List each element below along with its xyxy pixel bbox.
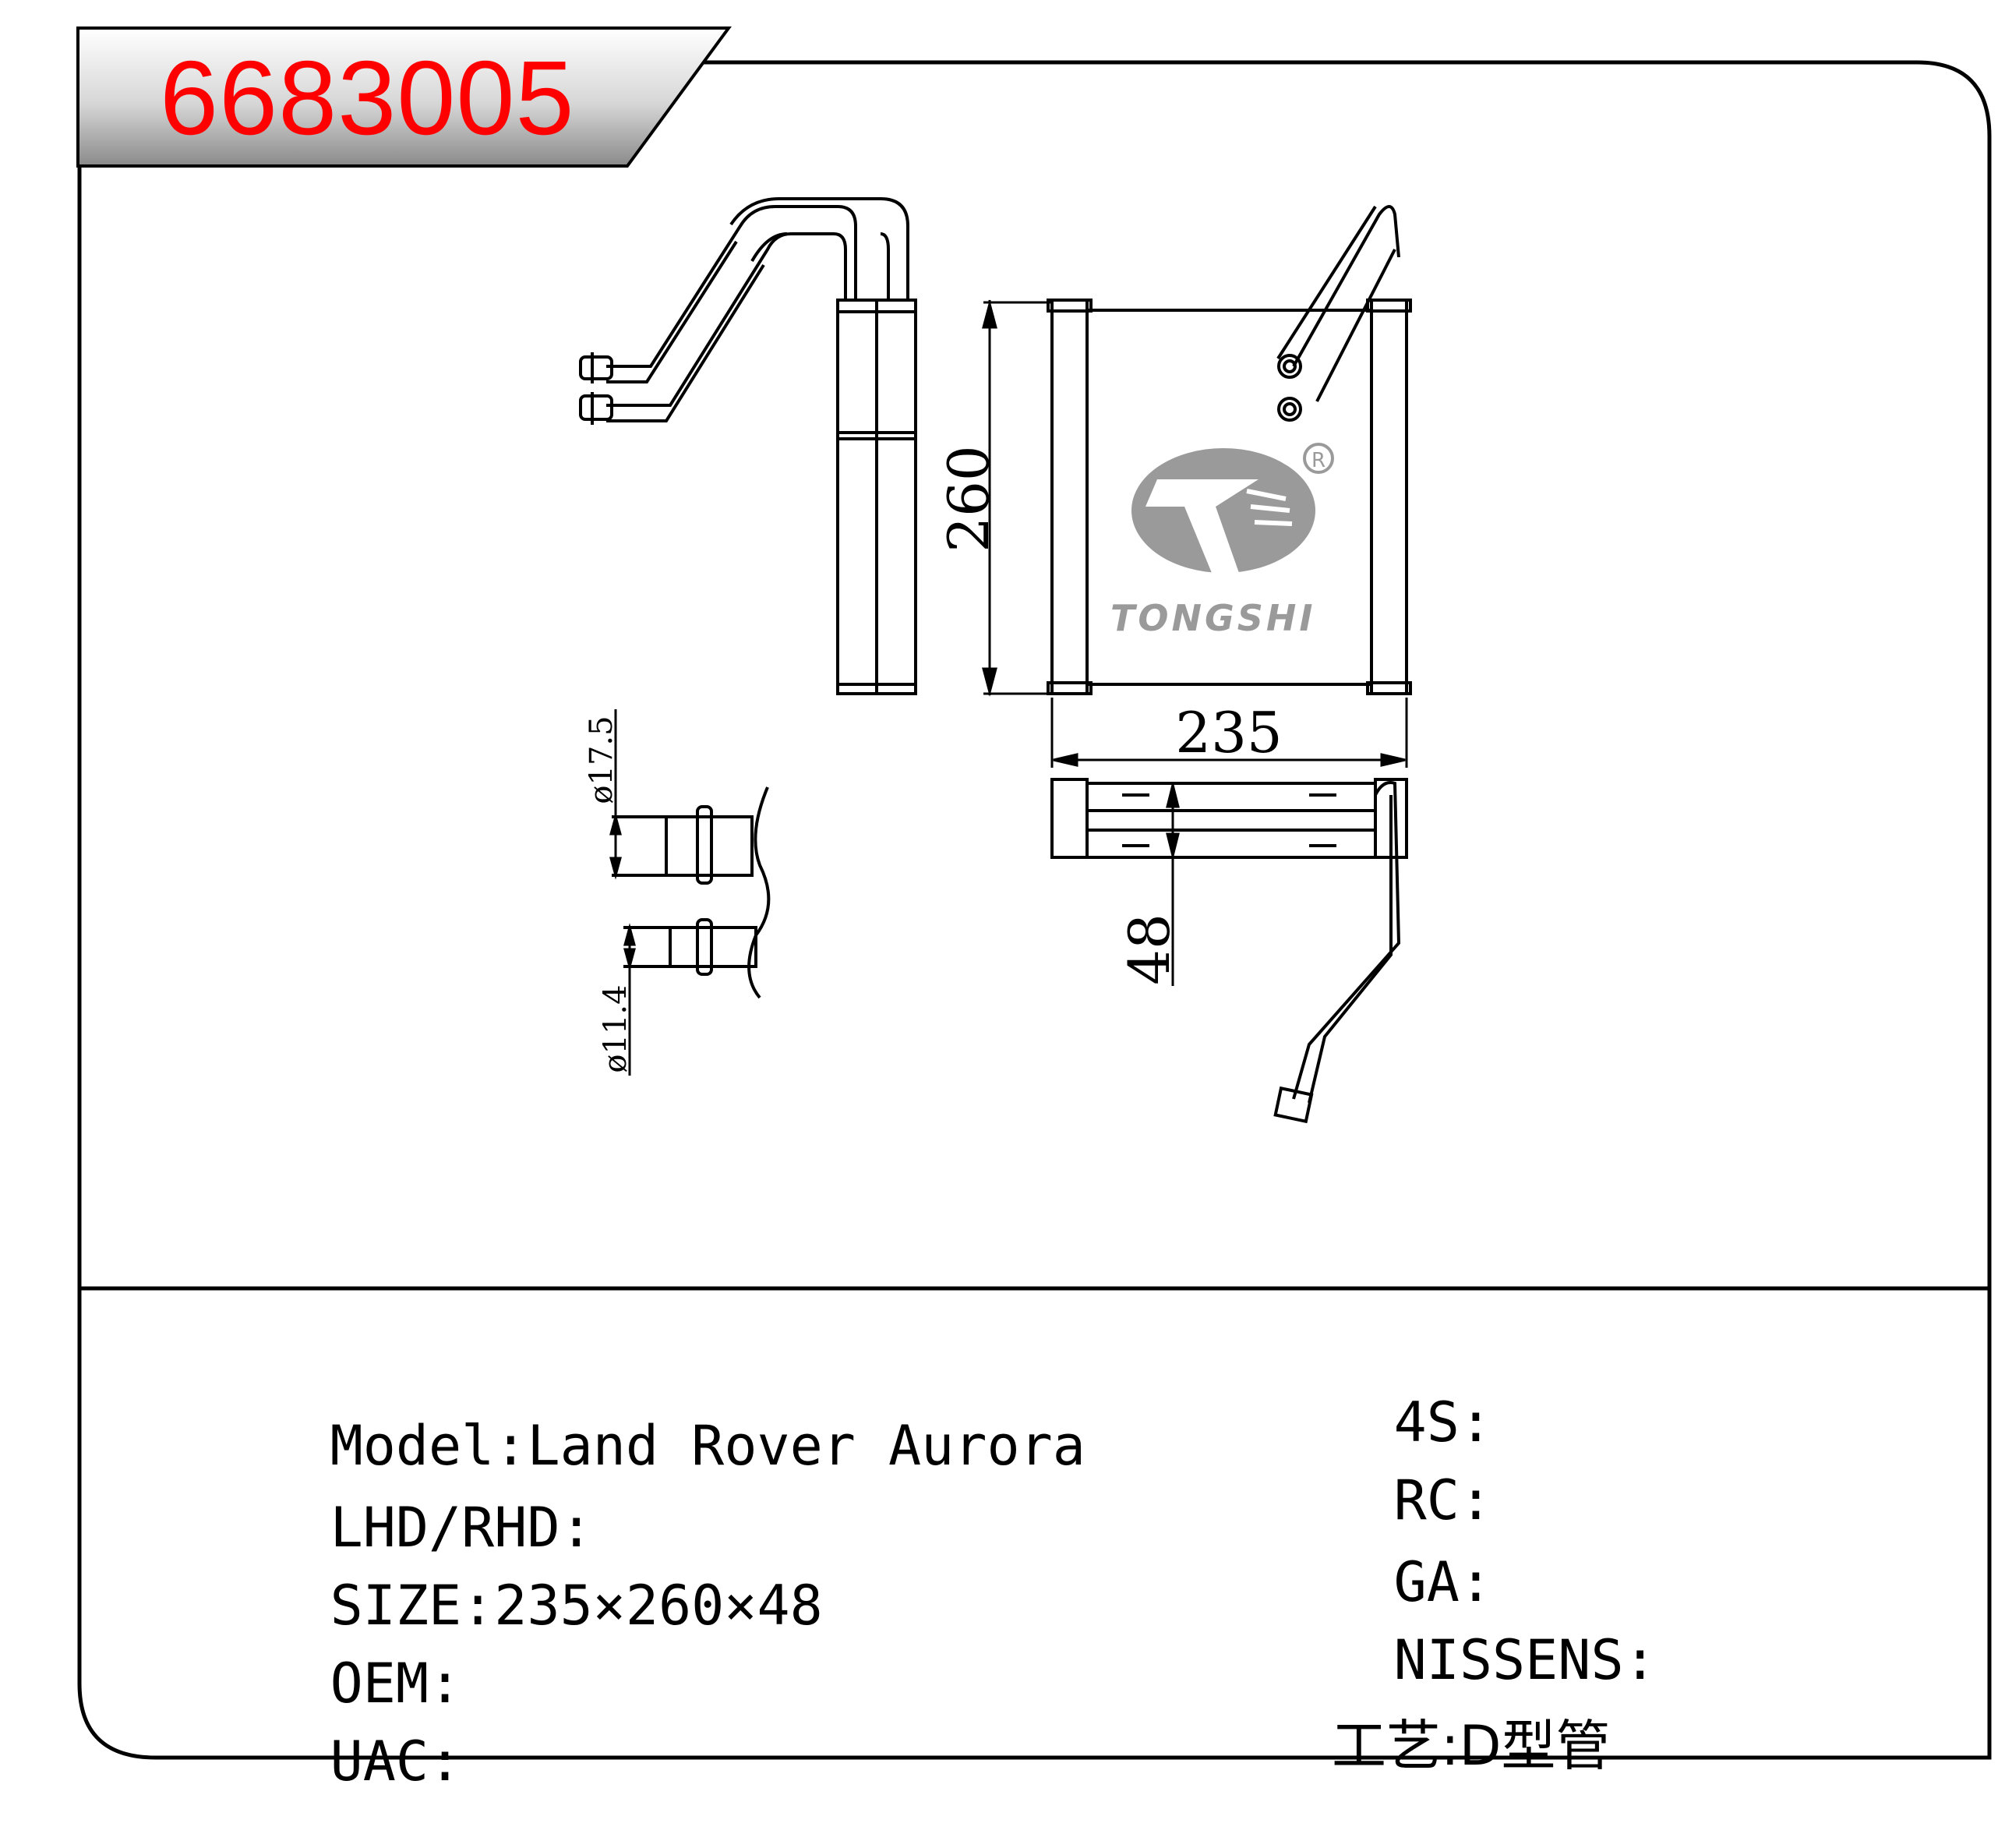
spec-label: Model: (330, 1414, 528, 1478)
spec-ga: GA: (1262, 1500, 1492, 1664)
spec-label: GA: (1393, 1550, 1493, 1614)
dim-depth-label: 48 (1117, 913, 1182, 985)
part-number-tab (76, 27, 732, 168)
spec-label: LHD/RHD: (330, 1496, 593, 1560)
spec-label: RC: (1393, 1468, 1493, 1532)
tongshi-logo: R (1131, 443, 1334, 573)
fitting-detail (612, 786, 771, 999)
registered-mark-letter: R (1311, 449, 1326, 472)
height-dimension (982, 299, 1052, 697)
side-view (579, 197, 917, 695)
depth-dimension (1166, 783, 1180, 986)
dim-height-label: 260 (936, 445, 1001, 552)
spec-model: Model:Land Rover Aurora (199, 1364, 1085, 1528)
spec-label: SIZE: (330, 1574, 495, 1638)
spec-uac: UAC: (199, 1680, 462, 1843)
dim-pipe-small-label: ø11.4 (598, 984, 634, 1072)
dim-pipe-large-label: ø17.5 (584, 716, 620, 804)
spec-value: D型管 (1459, 1714, 1611, 1778)
part-number: 6683005 (160, 39, 575, 157)
spec-label: UAC: (330, 1730, 462, 1793)
top-view (1050, 778, 1408, 1124)
brand-name: TONGSHI (1110, 597, 1316, 639)
registered-mark-icon (1303, 443, 1334, 474)
spec-process: 工艺:D型管 (1262, 1664, 1611, 1828)
spec-rc: RC: (1262, 1419, 1492, 1582)
spec-oem: OEM: (199, 1602, 462, 1765)
front-view (1047, 205, 1412, 695)
spec-value: 235×260×48 (494, 1574, 823, 1638)
drawing-sheet: 260 R 235 (76, 27, 1992, 1760)
spec-label: OEM: (330, 1652, 462, 1715)
spec-nissens: NISSENS: (1262, 1578, 1657, 1742)
sheet-frame (77, 60, 1992, 1760)
spec-4s: 4S: (1262, 1341, 1492, 1504)
spec-label: 4S: (1393, 1390, 1493, 1454)
pipe-dimension-lines (609, 709, 636, 1076)
spec-label: 工艺: (1332, 1714, 1460, 1778)
spec-label: NISSENS: (1393, 1628, 1657, 1692)
width-dimension (1050, 698, 1408, 768)
spec-lhd-rhd: LHD/RHD: (199, 1446, 593, 1609)
spec-size: SIZE:235×260×48 (199, 1524, 823, 1687)
spec-value: Land Rover Aurora (527, 1414, 1085, 1478)
dim-width-label: 235 (1175, 700, 1282, 765)
